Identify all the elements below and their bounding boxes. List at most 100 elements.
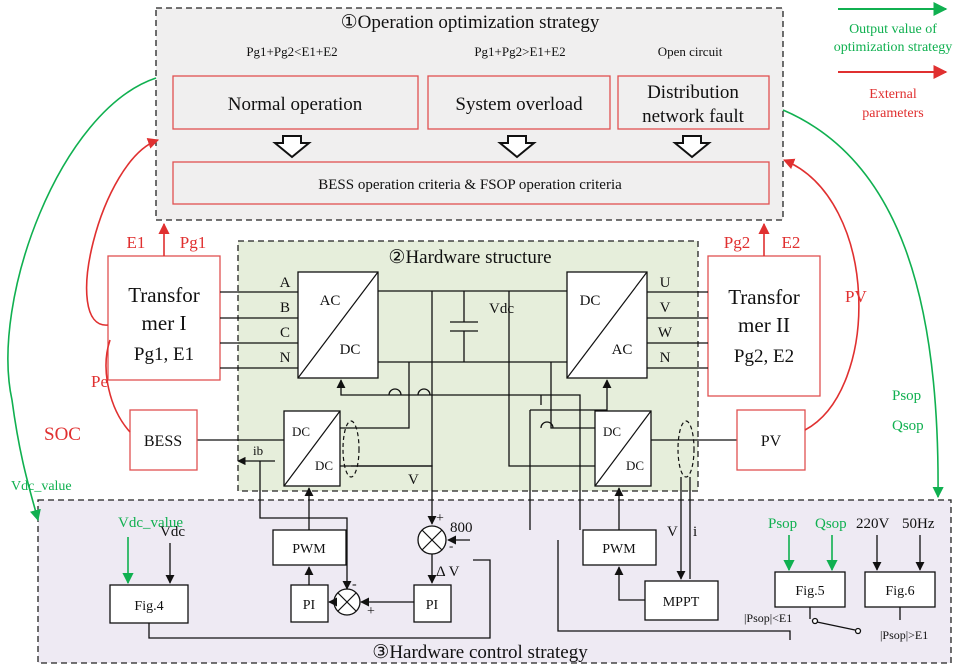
fig6-box	[864, 571, 936, 608]
legend-red-text-2: parameters	[862, 106, 923, 121]
minus-sign-1: -	[352, 577, 357, 592]
sensor-left	[342, 420, 360, 478]
normal-operation-box	[172, 75, 419, 130]
legend-green-text-1: Output value of	[849, 22, 937, 37]
qsop-right-label: Qsop	[892, 418, 924, 434]
soc-label: SOC	[44, 424, 81, 445]
pe-curve	[85, 138, 160, 326]
vdc-value-curve	[7, 77, 157, 522]
soc-line	[105, 339, 131, 433]
normal-operation-label: Normal operation	[228, 94, 363, 115]
plus-sign-1: +	[367, 604, 375, 619]
pi-left-label: PI	[303, 598, 316, 613]
condition-overload: Pg1+Pg2>E1+E2	[474, 44, 565, 59]
fig4-label: Fig.4	[134, 599, 163, 614]
pwm-right-label: PWM	[602, 542, 636, 557]
pi-left-box	[290, 584, 329, 623]
sensor-right	[677, 420, 695, 478]
pwm-right-box	[582, 529, 657, 566]
phase-c: C	[280, 325, 290, 341]
pv-signal-label: PV	[845, 287, 867, 306]
down-arrow-icons	[272, 135, 712, 159]
fig5-label: Fig.5	[795, 584, 824, 599]
bess-label: BESS	[144, 433, 182, 450]
dc-dc-right-bottom: DC	[626, 458, 644, 473]
ref-800-label: 800	[450, 520, 473, 536]
ib-label: ib	[253, 443, 263, 458]
down-arrow-icon	[497, 135, 537, 159]
pwm-left-box	[272, 529, 347, 566]
system-overload-label: System overload	[455, 94, 583, 115]
transformer-2-params: Pg2, E2	[734, 346, 794, 367]
fig5-box	[774, 571, 846, 608]
v-mppt-label: V	[667, 524, 678, 540]
left-phase-wires	[220, 291, 298, 369]
phase-w: W	[658, 325, 673, 341]
pi-right-label: PI	[426, 598, 439, 613]
ac-dc-control-line	[336, 379, 581, 530]
pv-box	[736, 409, 806, 471]
operation-strategy-title: ①Operation optimization strategy	[341, 12, 600, 33]
ac-dc-bottom: DC	[340, 342, 361, 358]
dc-dc-left-bottom: DC	[315, 458, 333, 473]
down-arrow-icon	[272, 135, 312, 159]
delta-v-label: Δ V	[436, 564, 460, 580]
psop-qsop-curve	[782, 109, 944, 499]
system-overload-box	[427, 75, 611, 130]
dc-dc-left-top: DC	[292, 424, 310, 439]
legend-red-text-1: External	[869, 87, 917, 102]
right-phase-wires	[647, 291, 708, 369]
legend: Output value of optimization strategy Ex…	[834, 2, 952, 121]
vdc-value-left-label: Vdc_value	[11, 479, 72, 494]
pv-curve	[782, 158, 860, 431]
dc-dc-right-top: DC	[603, 424, 621, 439]
plus-sign-2: +	[436, 511, 444, 526]
vdc-label: Vdc	[489, 301, 514, 317]
pe-label: Pe	[91, 372, 108, 391]
minus-sign-2: -	[449, 538, 453, 553]
dc-ac-bottom: AC	[612, 342, 633, 358]
vdc-value-ctrl-label: Vdc_value	[118, 515, 183, 531]
phase-n-left: N	[280, 350, 291, 366]
transformer-2-box	[707, 255, 821, 397]
fig6-label: Fig.6	[885, 584, 914, 599]
mppt-label: MPPT	[663, 595, 700, 610]
distribution-fault-label-1: Distribution	[647, 82, 739, 103]
transformer-1-name-1: Transfor	[128, 283, 200, 307]
phase-a: A	[280, 275, 291, 291]
v-feedback-label: V	[408, 472, 419, 488]
criteria-label: BESS operation criteria & FSOP operation…	[318, 177, 622, 193]
voltage-ctrl-label: 220V	[856, 516, 890, 532]
e2-label: E2	[782, 233, 801, 252]
phase-n-right: N	[660, 350, 671, 366]
cond-lt-label: |Psop|<E1	[744, 611, 792, 625]
phase-u: U	[660, 275, 671, 291]
transformer-2-name-2: mer II	[738, 313, 790, 337]
bess-box	[129, 409, 198, 471]
phase-b: B	[280, 300, 290, 316]
pi-right-box	[413, 584, 452, 623]
control-strategy-title: ③Hardware control strategy	[372, 642, 588, 663]
distribution-fault-box	[617, 75, 770, 130]
transformer-2-name-1: Transfor	[728, 285, 800, 309]
criteria-box	[172, 161, 770, 205]
dc-ac-top: DC	[580, 293, 601, 309]
fig4-box	[109, 584, 189, 624]
transformer-1-box	[107, 255, 221, 381]
selector-switch	[557, 540, 901, 640]
condition-open-circuit: Open circuit	[658, 44, 723, 59]
e1-label: E1	[127, 233, 146, 252]
frequency-ctrl-label: 50Hz	[902, 516, 935, 532]
cond-gt-label: |Psop|>E1	[880, 628, 928, 642]
ac-dc-top: AC	[320, 293, 341, 309]
phase-v: V	[660, 300, 671, 316]
distribution-fault-label-2: network fault	[642, 106, 745, 127]
down-arrow-icon	[672, 135, 712, 159]
pv-label: PV	[761, 433, 782, 450]
psop-right-label: Psop	[892, 388, 921, 404]
condition-normal: Pg1+Pg2<E1+E2	[246, 44, 337, 59]
hardware-structure-title: ②Hardware structure	[388, 247, 551, 268]
qsop-ctrl-label: Qsop	[815, 516, 847, 532]
vdc-ctrl-label: Vdc	[160, 524, 185, 540]
